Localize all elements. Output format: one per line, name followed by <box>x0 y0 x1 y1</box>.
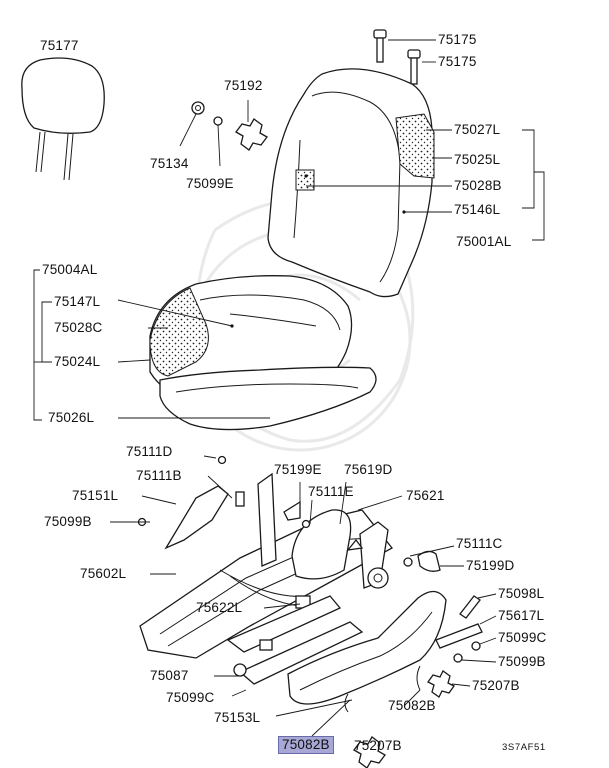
label-75175-lower: 75175 <box>438 54 477 69</box>
label-75147l: 75147L <box>54 294 101 309</box>
label-75207b-bottom: 75207B <box>354 738 402 753</box>
label-75153l: 75153L <box>214 710 261 725</box>
seat-cushion <box>33 269 377 431</box>
label-75175-upper: 75175 <box>438 32 477 47</box>
label-75087: 75087 <box>150 668 189 683</box>
label-75082b-right: 75082B <box>388 698 436 713</box>
label-75099c-right: 75099C <box>498 630 547 645</box>
label-75619d: 75619D <box>344 462 393 477</box>
label-75199d: 75199D <box>466 558 515 573</box>
headrest-guides <box>373 29 436 85</box>
label-75207b-right: 75207B <box>472 678 520 693</box>
seat-back <box>267 68 545 298</box>
label-75111b: 75111B <box>136 468 182 483</box>
label-75028b: 75028B <box>454 178 502 193</box>
label-75621: 75621 <box>406 488 445 503</box>
label-75099b-right: 75099B <box>498 654 546 669</box>
label-75192: 75192 <box>224 78 263 93</box>
label-75617l: 75617L <box>498 608 545 623</box>
label-75199e: 75199E <box>274 462 322 477</box>
seat-frame <box>110 455 447 737</box>
label-75111e: 75111E <box>308 484 354 499</box>
label-75602l: 75602L <box>80 566 127 581</box>
label-75099c-bottom: 75099C <box>166 690 215 705</box>
label-75026l: 75026L <box>48 410 95 425</box>
label-75004al: 75004AL <box>42 262 98 277</box>
label-75025l: 75025L <box>454 152 501 167</box>
label-75622l: 75622L <box>196 600 243 615</box>
label-75151l: 75151L <box>72 488 119 503</box>
label-75111d: 75111D <box>126 444 173 459</box>
label-75099b-left: 75099B <box>44 514 92 529</box>
side-parts <box>344 545 497 768</box>
label-75099e: 75099E <box>186 176 234 191</box>
diagram-code: 3S7AF51 <box>502 742 546 753</box>
label-75001al: 75001AL <box>456 234 512 249</box>
label-75082b-highlighted[interactable]: 75082B <box>278 736 334 754</box>
label-75028c: 75028C <box>54 320 103 335</box>
recliner-knob <box>179 100 268 167</box>
label-75027l: 75027L <box>454 122 501 137</box>
label-75111c: 75111C <box>456 536 503 551</box>
headrest <box>21 57 105 181</box>
label-75177: 75177 <box>40 38 79 53</box>
label-75024l: 75024L <box>54 354 101 369</box>
label-75134: 75134 <box>150 156 189 171</box>
label-75146l: 75146L <box>454 202 501 217</box>
label-75098l: 75098L <box>498 586 545 601</box>
